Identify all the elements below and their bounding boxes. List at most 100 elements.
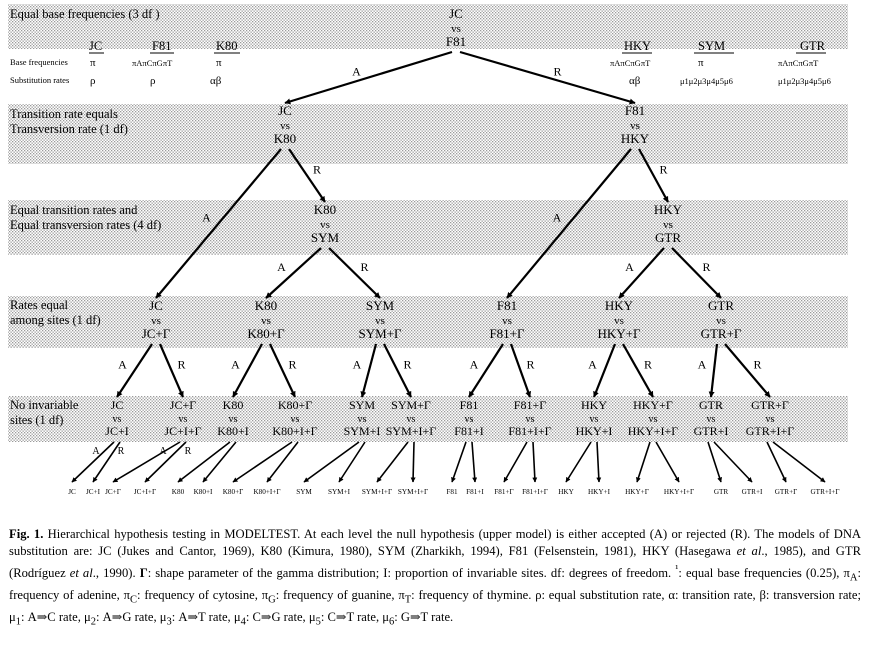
accept-arrow: [232, 343, 263, 398]
caption-part: 6: [389, 616, 395, 628]
leaf-model-label: JC+I: [86, 488, 101, 496]
leaf-model-label: F81+Γ: [494, 488, 513, 496]
accept-arrow: [468, 343, 504, 398]
alternative-model-label: F81+I+Γ: [508, 424, 551, 438]
vs-label: vs: [590, 414, 599, 425]
reject-arrow: [158, 343, 185, 398]
caption-part: : C⇒T rate, μ: [320, 609, 389, 624]
null-model-label: F81: [497, 298, 517, 313]
vs-label: vs: [261, 315, 271, 327]
caption-part: T: [404, 594, 412, 606]
vs-label: vs: [291, 414, 300, 425]
vs-label: vs: [614, 315, 624, 327]
hypothesis-tree-diagram: Equal base frequencies (3 df ) Transitio…: [8, 4, 848, 496]
accept-label: A: [231, 358, 240, 372]
alternative-model-label: F81: [446, 34, 466, 49]
header-model-base: π: [90, 57, 96, 69]
accept-arrow: [376, 441, 409, 483]
reject-label: R: [403, 358, 411, 372]
null-model-label: JC: [149, 298, 163, 313]
vs-label: vs: [526, 414, 535, 425]
reject-arrow: [471, 441, 478, 483]
null-model-label: GTR: [699, 398, 723, 412]
accept-label: A: [625, 260, 634, 274]
leaf-model-label: GTR+Γ: [775, 488, 798, 496]
null-model-label: F81+Γ: [514, 398, 546, 412]
reject-label: R: [185, 446, 192, 457]
leaf-model-label: SYM+I+Γ: [398, 488, 428, 496]
reject-label: R: [118, 446, 125, 457]
reject-arrow: [655, 441, 680, 483]
vs-label: vs: [320, 219, 330, 231]
alternative-model-label: K80+I+Γ: [272, 424, 317, 438]
reject-arrow: [671, 247, 722, 299]
null-model-label: GTR+Γ: [751, 398, 789, 412]
reject-arrow: [383, 343, 412, 398]
caption-text: Fig. 1. Hierarchical hypothesis testing …: [9, 526, 861, 631]
leaf-model-label: JC: [68, 488, 76, 496]
vs-label: vs: [716, 315, 726, 327]
header-model-name: GTR: [800, 39, 826, 53]
caption-part: : C⇒G rate, μ: [245, 609, 316, 624]
header-model-hky: HKY πAπCπGπT αβ: [610, 39, 652, 87]
figure-caption: Fig. 1. Hierarchical hypothesis testing …: [9, 526, 861, 631]
reject-arrow: [328, 247, 381, 299]
reject-arrow: [144, 441, 187, 483]
accept-arrow: [618, 247, 665, 299]
level-band-3: [8, 200, 848, 255]
accept-arrow: [451, 441, 467, 483]
vs-label: vs: [465, 414, 474, 425]
reject-label: R: [360, 260, 368, 274]
header-model-gtr: GTR πAπCπGπT μ1μ2μ3μ4μ5μ6: [778, 39, 831, 86]
header-model-rates: ρ: [150, 75, 156, 87]
null-model-label: SYM: [349, 398, 375, 412]
alternative-model-label: HKY+I+Γ: [628, 424, 679, 438]
level-band-1: [8, 4, 848, 49]
alternative-model-label: HKY: [621, 131, 650, 146]
reject-arrow: [713, 441, 753, 483]
reject-arrow: [509, 343, 532, 398]
caption-part: : A⇒T rate, μ: [171, 609, 241, 624]
reject-arrow: [269, 343, 296, 398]
header-model-name: F81: [152, 39, 171, 53]
alternative-model-label: SYM+I: [344, 424, 381, 438]
level-label-3-line2: Equal transversion rates (4 df): [10, 218, 161, 232]
header-model-rates: αβ: [210, 75, 222, 87]
alternative-model-label: HKY+Γ: [597, 326, 640, 341]
reject-arrow: [266, 441, 299, 483]
accept-label: A: [588, 358, 597, 372]
reject-arrow: [532, 441, 538, 483]
reject-arrow: [410, 441, 416, 483]
accept-arrow: [636, 441, 651, 483]
reject-arrow: [772, 441, 826, 483]
null-model-label: HKY: [654, 202, 683, 217]
vs-label: vs: [407, 414, 416, 425]
caption-part: et al: [736, 544, 762, 559]
header-model-rates: ρ: [90, 75, 96, 87]
leaf-model-label: JC+Γ: [105, 488, 121, 496]
header-model-rates: μ1μ2μ3μ4μ5μ6: [778, 76, 831, 86]
level-label-4-line1: Rates equal: [10, 298, 68, 312]
null-model-label: F81: [625, 103, 645, 118]
accept-arrow: [71, 441, 115, 483]
accept-label: A: [698, 358, 707, 372]
alternative-model-label: GTR+I: [694, 424, 729, 438]
level-band-5: [8, 396, 848, 442]
vs-label: vs: [766, 414, 775, 425]
vs-label: vs: [663, 219, 673, 231]
caption-part: ., 1990).: [92, 566, 140, 580]
alternative-model-label: JC+Γ: [142, 326, 171, 341]
